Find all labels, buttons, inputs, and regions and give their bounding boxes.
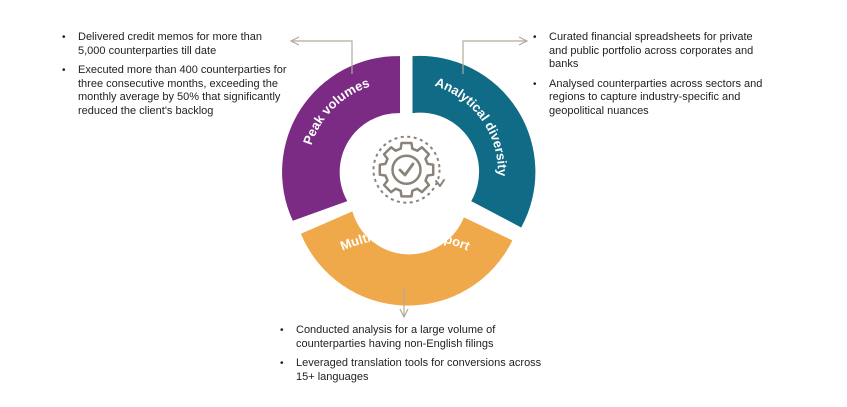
bullet-item: Executed more than 400 counterparties fo…	[60, 64, 290, 118]
segment-analytical-diversity	[412, 55, 536, 228]
connector-arrow-bottom	[399, 289, 409, 319]
bullet-item: Conducted analysis for a large volume of…	[278, 324, 548, 351]
callout-multi-lingual-support: Conducted analysis for a large volume of…	[278, 324, 548, 390]
bullet-item: Curated financial spreadsheets for priva…	[531, 31, 771, 72]
connector-arrow-left	[289, 36, 353, 74]
segment-multi-lingual-support	[300, 211, 513, 306]
connector-arrow-right	[462, 36, 529, 74]
callout-analytical-diversity: Curated financial spreadsheets for priva…	[531, 31, 771, 124]
callout-peak-volumes: Delivered credit memos for more than 5,0…	[60, 31, 290, 124]
bullet-item: Analysed counterparties across sectors a…	[531, 78, 771, 119]
gear-check-icon	[372, 135, 445, 204]
bullet-item: Delivered credit memos for more than 5,0…	[60, 31, 290, 58]
bullet-item: Leveraged translation tools for conversi…	[278, 357, 548, 384]
segment-peak-volumes	[282, 56, 400, 221]
